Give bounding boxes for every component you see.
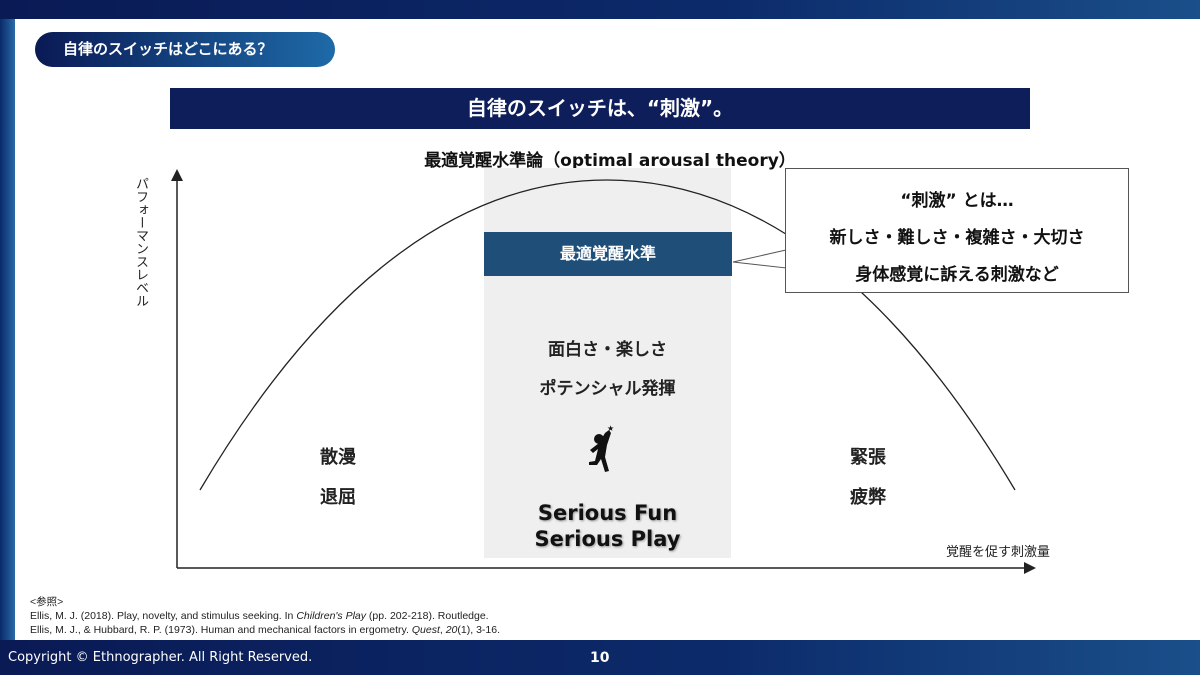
label-distracted: 散漫 [320, 447, 356, 468]
low-arousal-labels: 散漫 退屈 [320, 438, 356, 518]
callout-pointer [732, 249, 787, 269]
performance-curve [199, 179, 1016, 491]
callout-line: 新しさ・難しさ・複雑さ・大切さ [829, 228, 1085, 248]
svg-text:★: ★ [607, 424, 614, 433]
top-bar [0, 0, 1200, 19]
high-arousal-labels: 緊張 疲弊 [850, 438, 886, 518]
section-tag: 自律のスイッチはどこにある？ [35, 32, 335, 67]
label-bored: 退屈 [320, 487, 356, 508]
reference-item: Ellis, M. J. (2018). Play, novelty, and … [30, 610, 489, 622]
label-exhaustion: 疲弊 [850, 487, 886, 508]
callout-heading: “刺激” とは… [900, 191, 1014, 211]
diagram-title: 最適覚醒水準論（optimal arousal theory） [424, 151, 796, 171]
serious-play: Serious Play [534, 527, 681, 551]
left-accent-bar [0, 19, 15, 640]
stimulus-callout: “刺激” とは… 新しさ・難しさ・複雑さ・大切さ 身体感覚に訴える刺激など [785, 168, 1129, 293]
y-axis-label: パフォーマンスレベル [133, 177, 148, 307]
serious-labels: Serious Fun Serious Play [484, 500, 731, 552]
references-heading: <参照> [30, 596, 64, 608]
callout-line: 身体感覚に訴える刺激など [855, 265, 1059, 285]
copyright: Copyright © Ethnographer. All Right Rese… [8, 650, 313, 665]
references: <参照> Ellis, M. J. (2018). Play, novelty,… [30, 595, 500, 637]
x-axis-label: 覚醒を促す刺激量 [946, 545, 1051, 560]
serious-fun: Serious Fun [537, 501, 678, 525]
page-number: 10 [590, 650, 610, 666]
footer-bar: Copyright © Ethnographer. All Right Rese… [0, 640, 1200, 675]
label-tension: 緊張 [850, 447, 886, 468]
center-text-fun: 面白さ・楽しさ [548, 340, 667, 360]
slide-title-banner: 自律のスイッチは、“刺激”。 [170, 88, 1030, 129]
optimal-arousal-label: 最適覚醒水準 [484, 232, 732, 276]
jumping-person-icon: ★ [589, 424, 614, 472]
reference-item: Ellis, M. J., & Hubbard, R. P. (1973). H… [30, 624, 501, 636]
center-text-potential: ポテンシャル発揮 [539, 379, 676, 399]
